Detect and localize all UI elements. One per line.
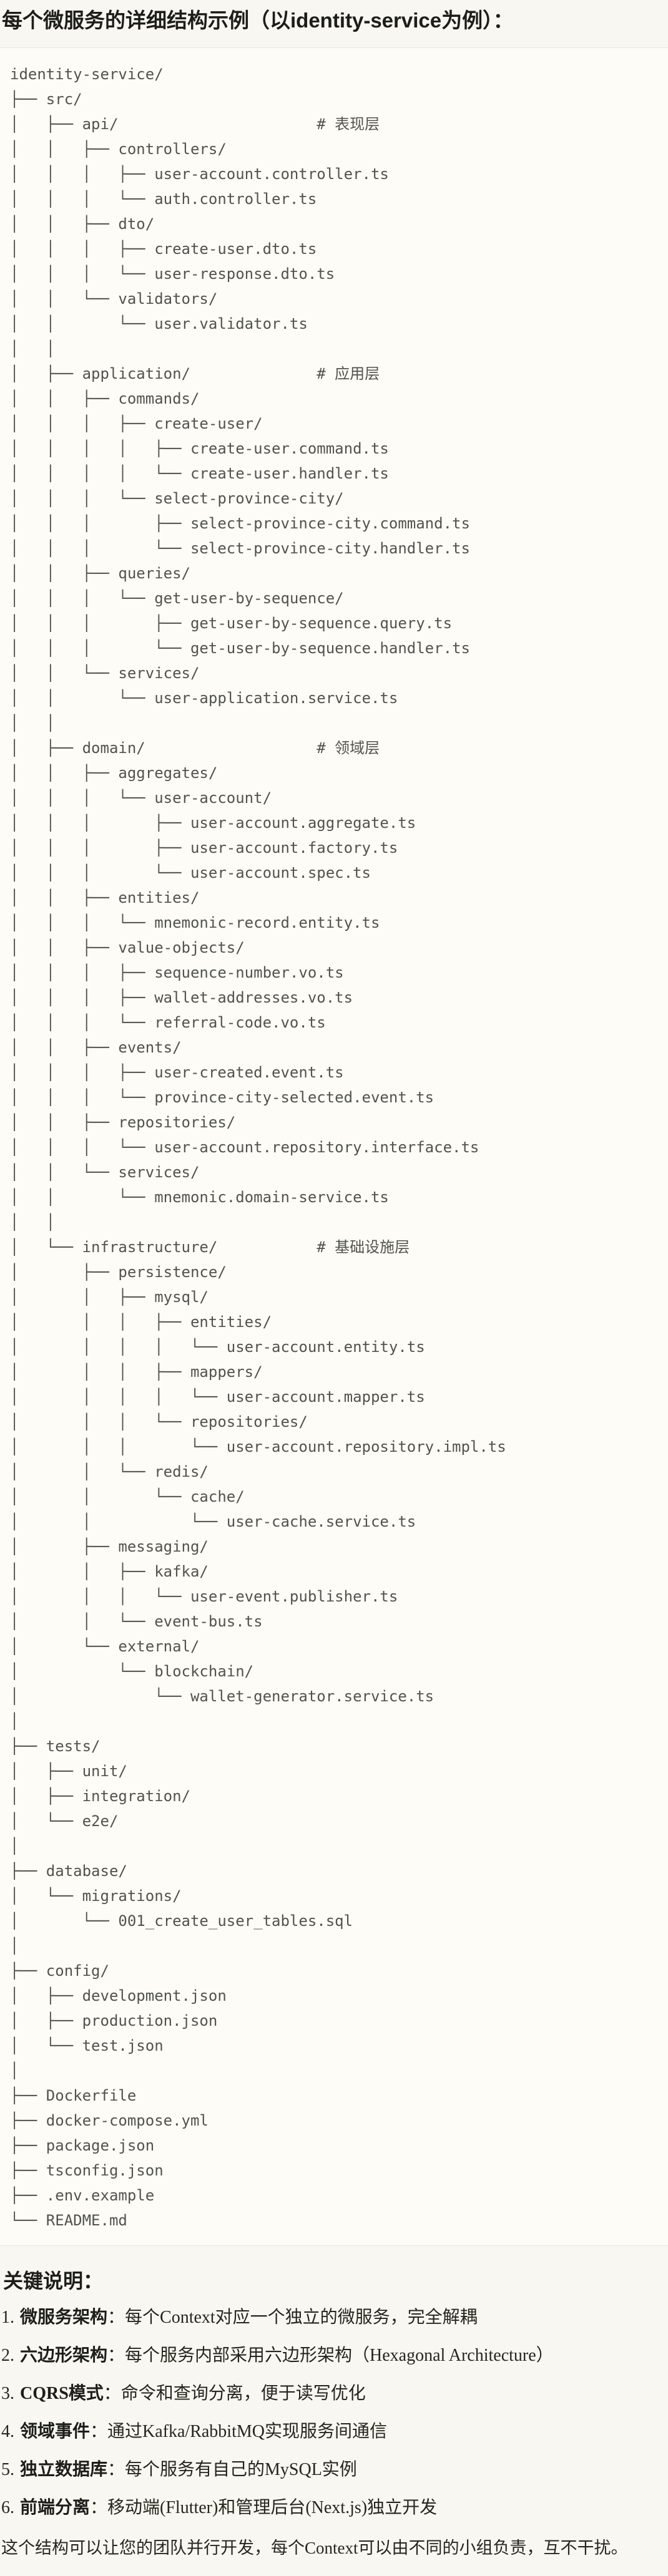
item-number: 6. bbox=[1, 2498, 14, 2518]
list-item: 2. 六边形架构：每个服务内部采用六边形架构（Hexagonal Architec… bbox=[1, 2343, 668, 2369]
item-term: 前端分离 bbox=[20, 2498, 91, 2518]
item-text: ：每个服务有自己的MySQL实例 bbox=[107, 2460, 357, 2480]
item-text: ：每个Context对应一个独立的微服务，完全解耦 bbox=[107, 2308, 478, 2328]
item-number: 5. bbox=[1, 2460, 14, 2480]
item-term: 六边形架构 bbox=[20, 2346, 108, 2366]
document-page: 每个微服务的详细结构示例（以identity-service为例）： ident… bbox=[0, 7, 668, 2560]
item-term: 独立数据库 bbox=[20, 2460, 108, 2480]
item-term: 微服务架构 bbox=[20, 2308, 108, 2328]
item-number: 2. bbox=[1, 2346, 14, 2366]
key-notes-heading: 关键说明： bbox=[3, 2269, 104, 2292]
list-item: 5. 独立数据库：每个服务有自己的MySQL实例 bbox=[1, 2457, 668, 2483]
item-text: ：每个服务内部采用六边形架构（Hexagonal Architecture） bbox=[107, 2346, 554, 2366]
item-number: 1. bbox=[1, 2308, 14, 2328]
list-item: 4. 领域事件：通过Kafka/RabbitMQ实现服务间通信 bbox=[1, 2419, 668, 2445]
item-term: 领域事件 bbox=[20, 2422, 91, 2442]
key-notes-list: 1. 微服务架构：每个Context对应一个独立的微服务，完全解耦 2. 六边形架构… bbox=[0, 2305, 668, 2521]
item-text: ：通过Kafka/RabbitMQ实现服务间通信 bbox=[90, 2422, 387, 2442]
list-item: 6. 前端分离：移动端(Flutter)和管理后台(Next.js)独立开发 bbox=[1, 2495, 668, 2521]
item-number: 4. bbox=[1, 2422, 14, 2442]
item-text: ：移动端(Flutter)和管理后台(Next.js)独立开发 bbox=[90, 2498, 438, 2518]
directory-tree: identity-service/ ├── src/ │ ├── api/ # … bbox=[10, 65, 506, 2229]
list-item: 1. 微服务架构：每个Context对应一个独立的微服务，完全解耦 bbox=[1, 2305, 668, 2331]
code-block: identity-service/ ├── src/ │ ├── api/ # … bbox=[0, 47, 668, 2246]
list-item: 3. CQRS模式：命令和查询分离，便于读写优化 bbox=[1, 2381, 668, 2407]
item-text: ：命令和查询分离，便于读写优化 bbox=[103, 2384, 366, 2404]
summary-paragraph: 这个结构可以让您的团队并行开发，每个Context可以由不同的小组负责，互不干扰… bbox=[1, 2539, 628, 2558]
page-title: 每个微服务的详细结构示例（以identity-service为例）： bbox=[2, 9, 514, 32]
item-number: 3. bbox=[1, 2384, 14, 2404]
item-term: CQRS模式 bbox=[20, 2384, 104, 2404]
